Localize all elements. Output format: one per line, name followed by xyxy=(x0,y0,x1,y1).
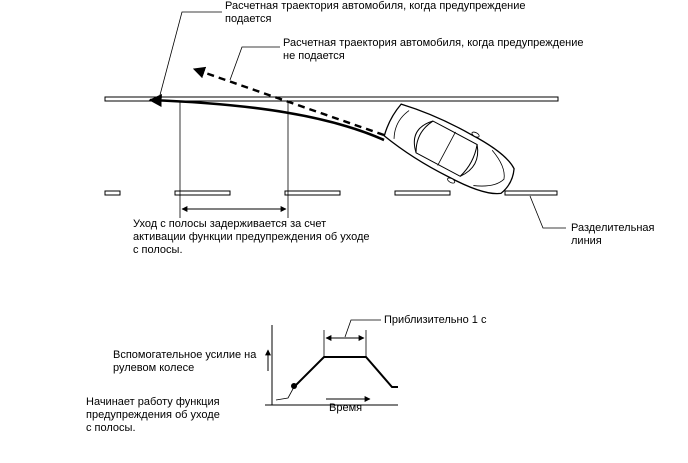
label-warning-start-line2: предупреждения об уходе xyxy=(86,409,220,421)
label-trajectory-warning-line2: подается xyxy=(225,13,272,25)
leader-warning-start xyxy=(275,386,295,401)
label-warning-start-line1: Начинает работу функция xyxy=(86,396,220,408)
trajectory-with-warning xyxy=(148,93,385,142)
label-time-axis: Время xyxy=(329,402,363,414)
label-trajectory-no-warning-line1: Расчетная траектория автомобиля, когда п… xyxy=(283,37,584,49)
dividing-line-dashes xyxy=(104,190,558,196)
lane-boundary-solid xyxy=(104,96,559,102)
trajectory-without-warning xyxy=(192,66,385,137)
leader-dividing-line xyxy=(529,195,566,229)
label-lane-departure-delay-line3: с полосы. xyxy=(133,244,183,256)
label-steering-assist-line2: рулевом колесе xyxy=(113,362,195,374)
assist-force-curve xyxy=(293,356,398,388)
label-lane-departure-delay-line2: активации функции предупреждения об уход… xyxy=(133,231,370,243)
label-steering-assist-line1: Вспомогательное усилие на xyxy=(113,349,257,361)
leader-trajectory-warning xyxy=(159,11,222,96)
label-trajectory-no-warning: Расчетная траектория автомобиля, когда п… xyxy=(283,37,584,63)
label-warning-start-line3: с полосы. xyxy=(86,422,136,434)
label-dividing-line: Разделительная линия xyxy=(571,222,654,248)
label-lane-departure-delay: Уход с полосы задерживается за счет акти… xyxy=(133,218,370,257)
label-lane-departure-delay-line1: Уход с полосы задерживается за счет xyxy=(133,218,327,230)
label-warning-start: Начинает работу функция предупреждения о… xyxy=(86,396,220,435)
leader-trajectory-no-warning xyxy=(229,46,280,81)
label-dividing-line-line1: Разделительная xyxy=(571,222,655,234)
label-trajectory-warning: Расчетная траектория автомобиля, когда п… xyxy=(225,0,526,26)
label-steering-assist: Вспомогательное усилие на рулевом колесе xyxy=(113,349,256,375)
leader-duration xyxy=(344,319,381,338)
label-trajectory-no-warning-line2: не подается xyxy=(283,50,345,62)
label-approx-duration: Приблизительно 1 с xyxy=(384,314,487,326)
label-trajectory-warning-line1: Расчетная траектория автомобиля, когда п… xyxy=(225,0,526,12)
warning-start-point xyxy=(291,383,297,389)
label-dividing-line-line2: линия xyxy=(571,235,602,247)
car-icon xyxy=(383,103,515,195)
